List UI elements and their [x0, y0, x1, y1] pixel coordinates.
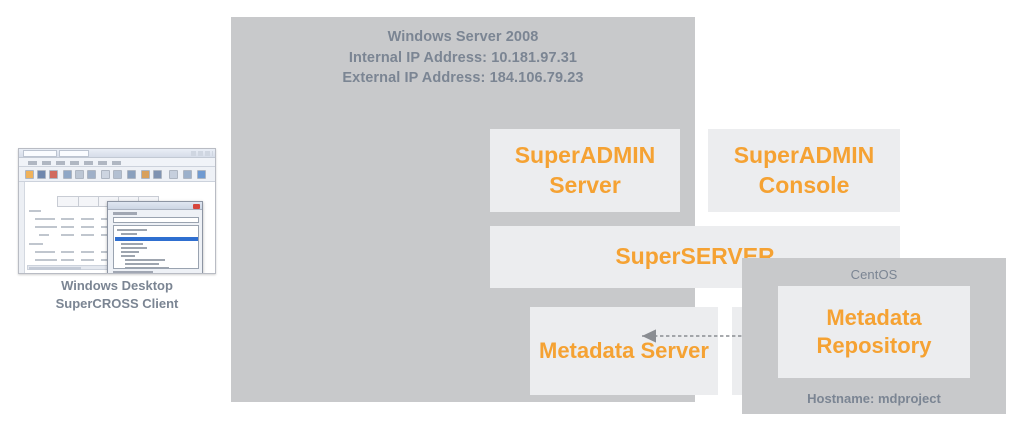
superadmin-console-line2: Console [758, 171, 850, 198]
thumbnail-menu-items [28, 160, 123, 165]
thumbnail-dialog-checkbox[interactable] [113, 271, 153, 273]
thumbnail-toolbar-icon [25, 170, 34, 179]
thumbnail-table-row [29, 243, 159, 250]
thumbnail-toolbar-icon [63, 170, 72, 179]
windows-desktop-client-group: Windows Desktop SuperCROSS Client [14, 145, 220, 311]
thumbnail-toolbar-icon [37, 170, 46, 179]
thumbnail-menubar [19, 158, 215, 167]
windows-server-host-panel: Windows Server 2008 Internal IP Address:… [231, 17, 900, 402]
thumbnail-toolbar-icon [127, 170, 136, 179]
thumbnail-window-buttons [191, 151, 213, 156]
server-title-line1: Windows Server 2008 [387, 29, 539, 45]
centos-hostname-label: Hostname: mdproject [807, 391, 941, 406]
client-caption-line2: SuperCROSS Client [55, 295, 179, 311]
thumbnail-toolbar-icon [183, 170, 192, 179]
metadata-repository-line1: Metadata [826, 304, 922, 330]
component-superadmin-server[interactable]: SuperADMIN Server [490, 129, 680, 212]
thumbnail-table-row [29, 210, 159, 217]
client-caption-line1: Windows Desktop [61, 278, 173, 293]
superadmin-console-line1: SuperADMIN [733, 142, 875, 169]
thumbnail-dialog-selected-row [115, 237, 198, 241]
supercross-client-screenshot [18, 148, 216, 274]
thumbnail-toolbar-icon [153, 170, 162, 179]
superadmin-server-line2: Server [549, 171, 621, 198]
centos-host-panel: CentOS Metadata Repository Hostname: mdp… [742, 258, 1006, 414]
thumbnail-titlebar [19, 149, 215, 158]
component-metadata-repository[interactable]: Metadata Repository [778, 286, 970, 378]
thumbnail-dialog-label [113, 212, 137, 215]
thumbnail-toolbar-icon [113, 170, 122, 179]
thumbnail-toolbar-icon [197, 170, 206, 179]
superadmin-server-line1: SuperADMIN [514, 142, 656, 169]
thumbnail-tab-2 [59, 150, 89, 157]
component-metadata-server[interactable]: Metadata Server [530, 307, 718, 395]
server-host-title: Windows Server 2008 Internal IP Address:… [231, 27, 695, 89]
thumbnail-toolbar-icon [141, 170, 150, 179]
thumbnail-workarea [19, 182, 215, 273]
thumbnail-tab-1 [23, 150, 57, 157]
close-icon[interactable] [193, 203, 200, 209]
client-caption: Windows Desktop SuperCROSS Client [14, 277, 220, 313]
component-superadmin-console[interactable]: SuperADMIN Console [708, 129, 900, 212]
metadata-repository-line2: Repository [816, 333, 932, 358]
thumbnail-dialog-combobox[interactable] [113, 217, 199, 223]
thumbnail-left-panel [19, 182, 25, 273]
thumbnail-toolbar-icon [101, 170, 110, 179]
thumbnail-toolbar [19, 167, 215, 182]
thumbnail-toolbar-icon [75, 170, 84, 179]
thumbnail-dialog-titlebar [108, 202, 202, 210]
thumbnail-toolbar-icon [169, 170, 178, 179]
thumbnail-dialog-tree-list[interactable] [113, 225, 199, 269]
metadata-server-label: Metadata Server [539, 337, 709, 363]
arrowhead-left-icon [642, 329, 656, 343]
thumbnail-toolbar-icon [49, 170, 58, 179]
thumbnail-modal-dialog [107, 201, 203, 273]
server-external-ip: External IP Address: 184.106.79.23 [342, 70, 584, 87]
server-internal-ip: Internal IP Address: 10.181.97.31 [348, 49, 578, 66]
thumbnail-toolbar-icon [87, 170, 96, 179]
centos-host-title: CentOS [850, 267, 898, 282]
